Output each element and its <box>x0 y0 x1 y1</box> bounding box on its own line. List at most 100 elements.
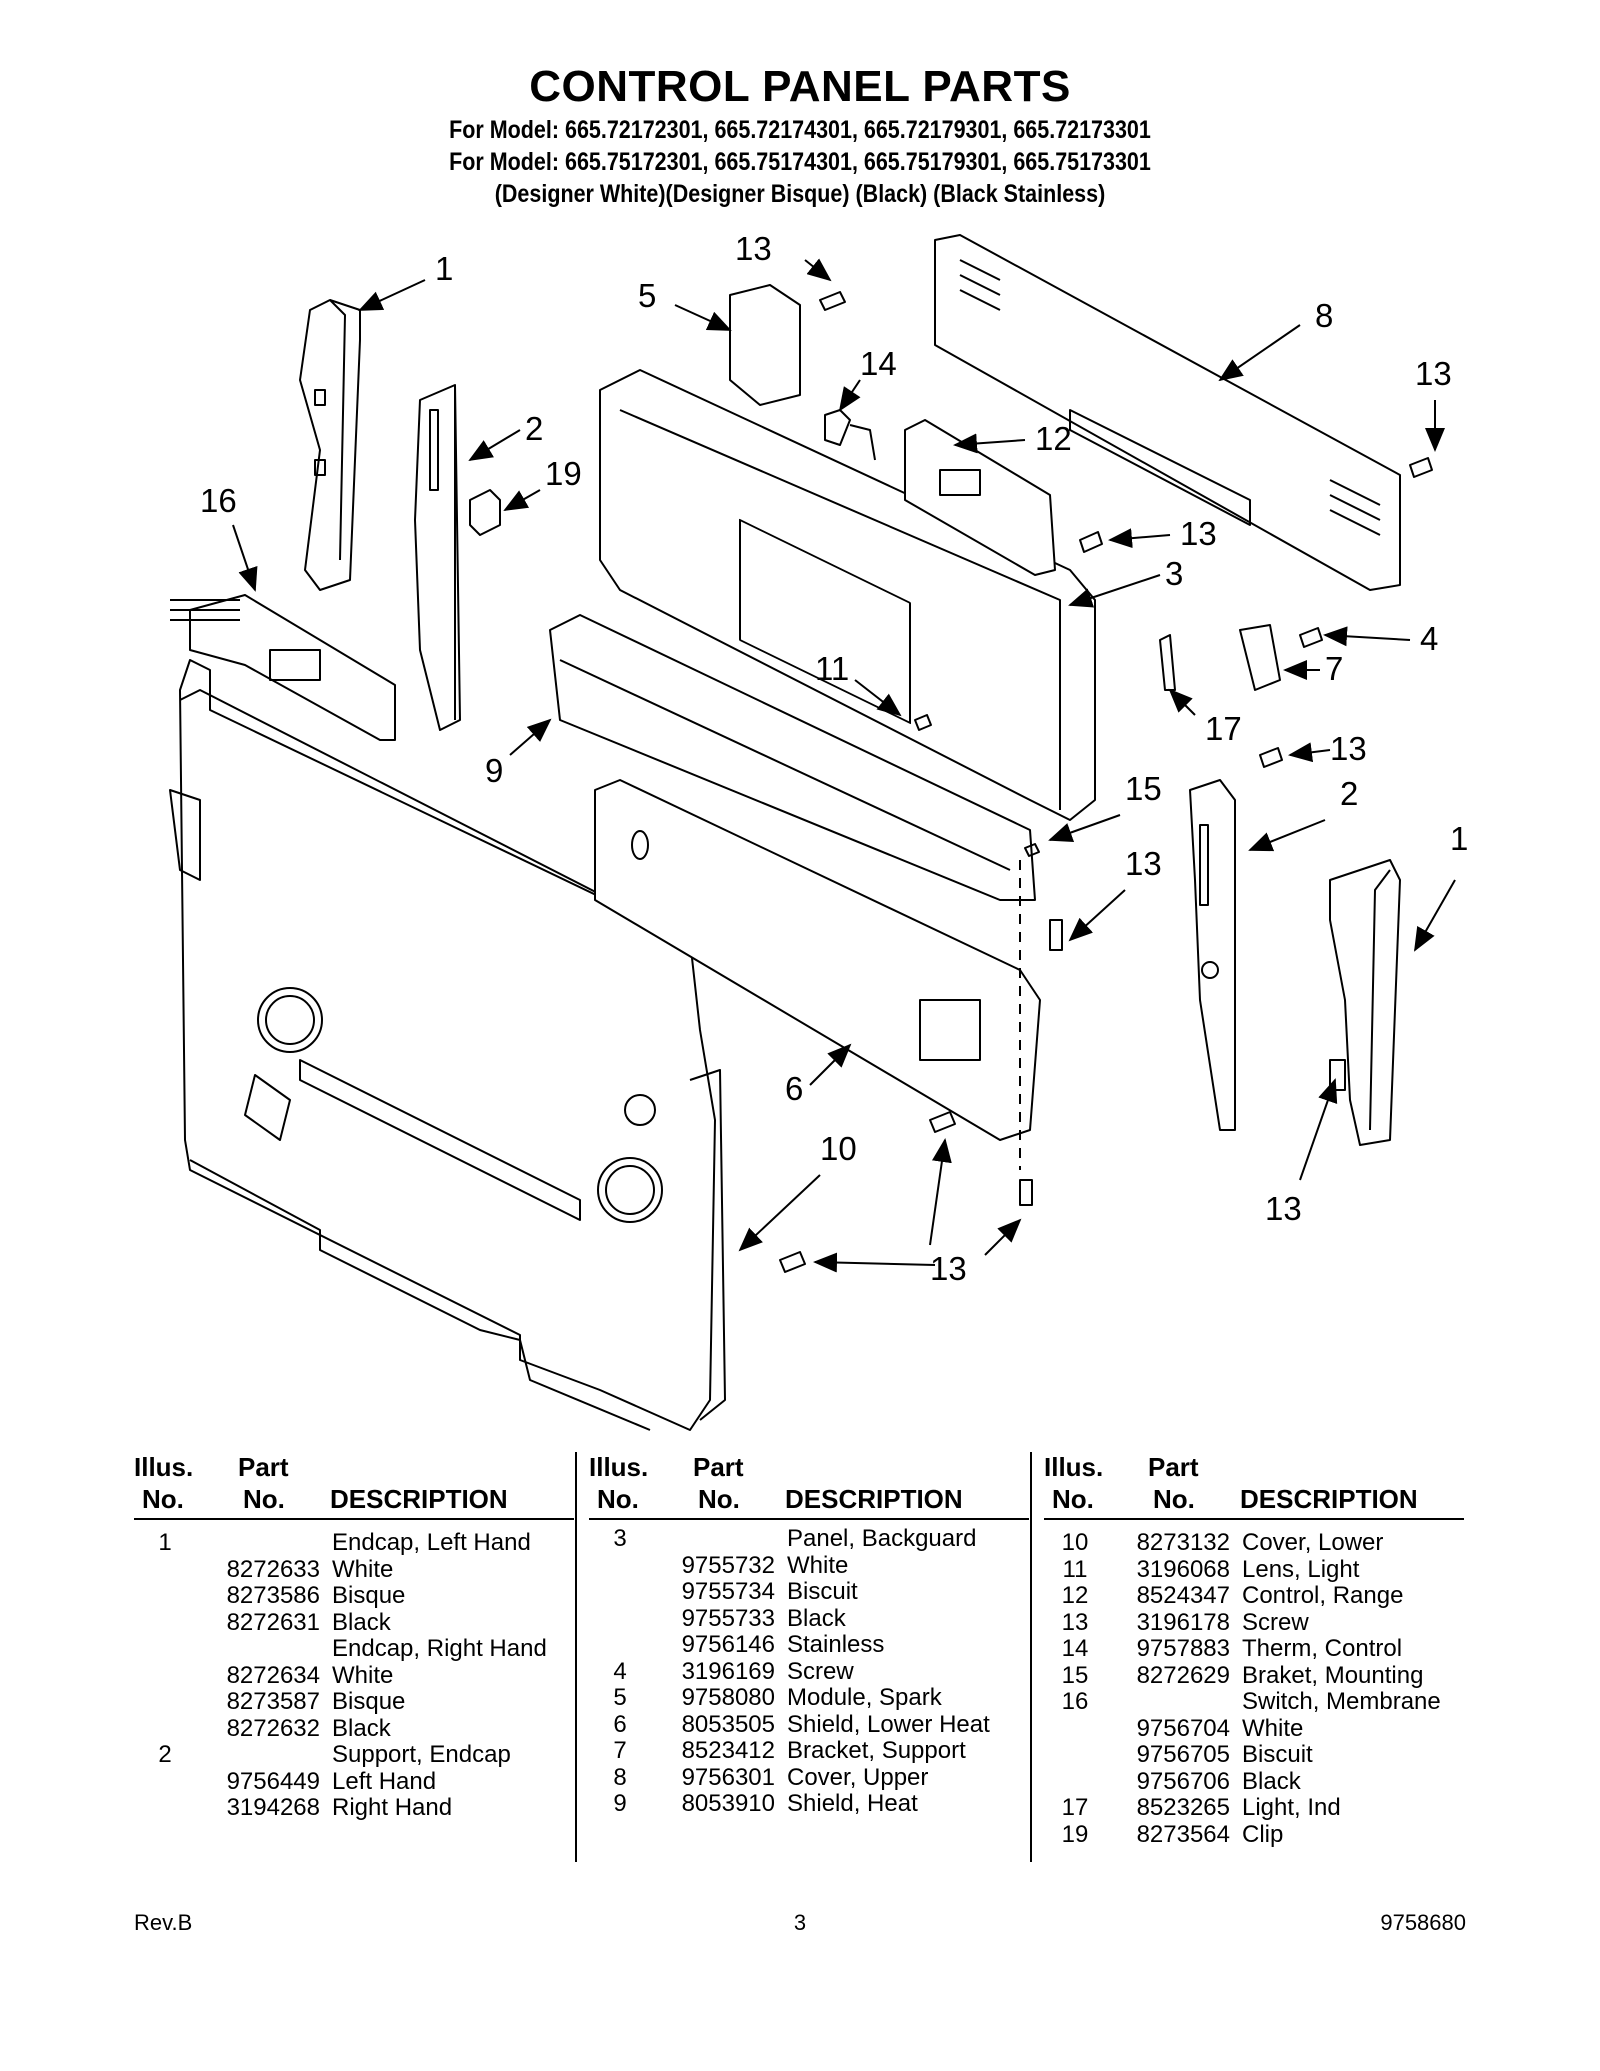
right-support-part <box>1189 779 1236 1131</box>
model-line-1: For Model: 665.72172301, 665.72174301, 6… <box>449 116 1151 144</box>
callout-13-right-mid: 13 <box>1330 730 1367 767</box>
callout-10: 10 <box>820 1130 857 1167</box>
exploded-parts-diagram: 1 2 19 16 13 5 14 12 8 13 13 3 4 7 17 13… <box>169 230 1468 1431</box>
callout-9: 9 <box>485 752 503 789</box>
page-title: CONTROL PANEL PARTS <box>529 62 1071 111</box>
callout-13-bottom: 13 <box>930 1250 967 1287</box>
lower-heat-shield-part <box>594 779 1041 1141</box>
table-header: Illus. No. Part No. DESCRIPTION <box>130 1452 580 1514</box>
header-illus: Illus. <box>1044 1452 1104 1482</box>
callout-17: 17 <box>1205 710 1242 747</box>
right-endcap-part <box>1329 859 1401 1146</box>
membrane-switch-part <box>170 594 396 741</box>
header-description: DESCRIPTION <box>1240 1484 1418 1514</box>
callout-16: 16 <box>200 482 237 519</box>
callout-11: 11 <box>815 650 849 687</box>
callout-13-mid: 13 <box>1180 515 1217 552</box>
therm-control-part <box>824 409 876 461</box>
callout-labels: 1 2 19 16 13 5 14 12 8 13 13 3 4 7 17 13… <box>200 230 1468 1287</box>
callout-6: 6 <box>785 1070 803 1107</box>
header-illus-no: No. <box>1052 1484 1094 1514</box>
model-line-2: For Model: 665.75172301, 665.75174301, 6… <box>449 148 1151 176</box>
header-rule <box>1044 1518 1464 1520</box>
header-rule <box>134 1518 574 1520</box>
header-illus-no: No. <box>597 1484 639 1514</box>
table-header: Illus. No. Part No. DESCRIPTION <box>585 1452 1035 1514</box>
callout-3: 3 <box>1165 555 1183 592</box>
header-part-no: No. <box>1153 1484 1195 1514</box>
callout-19: 19 <box>545 455 582 492</box>
callout-14: 14 <box>860 345 897 382</box>
left-endcap-part <box>299 299 361 591</box>
callout-4: 4 <box>1420 620 1438 657</box>
callout-2-right: 2 <box>1340 775 1358 812</box>
callout-1-right: 1 <box>1450 820 1468 857</box>
callout-1-left: 1 <box>435 250 453 287</box>
callout-2-left: 2 <box>525 410 543 447</box>
callout-13-right-top: 13 <box>1415 355 1452 392</box>
indicator-light-part <box>1159 634 1176 691</box>
callout-12: 12 <box>1035 420 1072 457</box>
header-part-no: No. <box>698 1484 740 1514</box>
header-illus: Illus. <box>589 1452 649 1482</box>
header-part: Part <box>238 1452 289 1482</box>
clip-part <box>469 489 501 536</box>
page-number: 3 <box>793 1910 807 1935</box>
header-description: DESCRIPTION <box>330 1484 508 1514</box>
heat-shield-part <box>549 614 1036 901</box>
callout-13-center: 13 <box>1125 845 1162 882</box>
backguard-panel-part <box>599 369 1096 821</box>
document-number: 9758680 <box>1380 1910 1466 1935</box>
header-part: Part <box>1148 1452 1199 1482</box>
callout-5: 5 <box>638 277 656 314</box>
callout-13-lower-right: 13 <box>1265 1190 1302 1227</box>
range-control-board-part <box>904 419 1056 576</box>
callout-13-top: 13 <box>735 230 772 267</box>
revision-label: Rev.B <box>134 1910 193 1935</box>
column-divider <box>575 1452 577 1862</box>
callout-15: 15 <box>1125 770 1162 807</box>
header-illus: Illus. <box>134 1452 194 1482</box>
header-rule <box>589 1518 1029 1520</box>
table-header: Illus. No. Part No. DESCRIPTION <box>1040 1452 1470 1514</box>
spark-module-part <box>729 284 801 406</box>
left-support-part <box>414 384 461 731</box>
table-row: Endcap, Right Hand <box>332 1635 547 1662</box>
screw-parts <box>779 291 1433 1273</box>
color-variants-line: (Designer White)(Designer Bisque) (Black… <box>494 180 1106 208</box>
header-illus-no: No. <box>142 1484 184 1514</box>
header-part-no: No. <box>243 1484 285 1514</box>
